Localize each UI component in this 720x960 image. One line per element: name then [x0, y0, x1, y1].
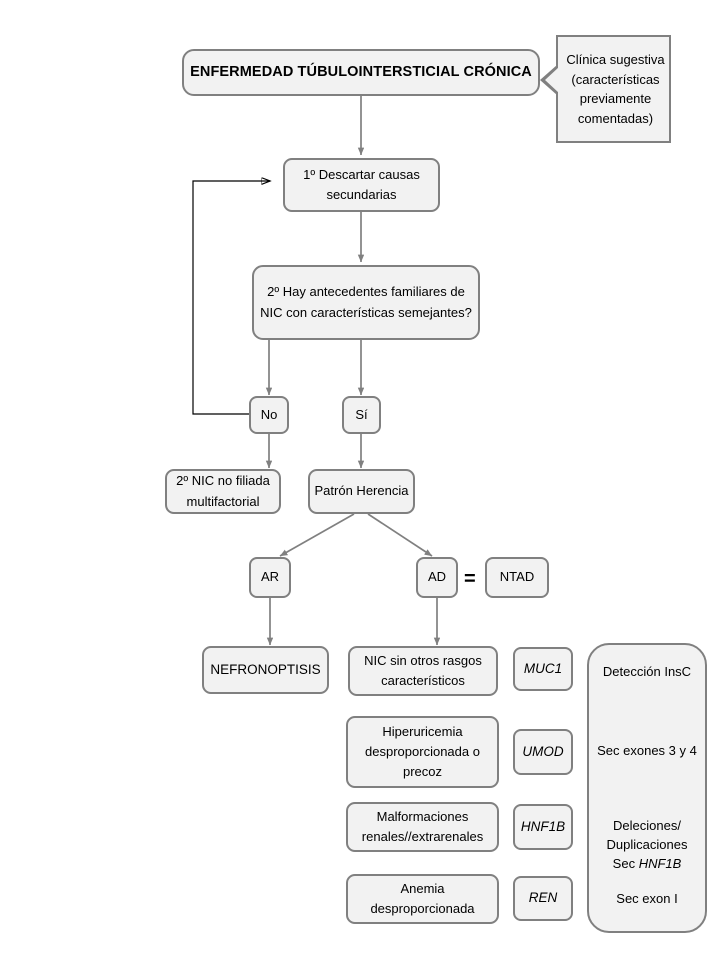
- node-feature-3-label: Anemia desproporcionada: [370, 880, 475, 916]
- panel-detection[interactable]: Detección InsC Sec exones 3 y 4 Delecion…: [587, 643, 707, 933]
- node-feature-2-label: Malformaciones renales//extrarenales: [361, 808, 484, 844]
- node-inheritance-ad[interactable]: AD: [416, 557, 458, 598]
- node-gene-3-label: REN: [528, 890, 558, 906]
- panel-detection-line-1: Sec exones 3 y 4: [597, 743, 697, 758]
- node-title-disease-label: ENFERMEDAD TÚBULOINTERSTICIAL CRÓNICA: [190, 64, 532, 81]
- node-gene-1[interactable]: UMOD: [513, 729, 573, 775]
- node-ntad[interactable]: NTAD: [485, 557, 549, 598]
- node-gene-0-label: MUC1: [523, 660, 563, 676]
- node-feature-2[interactable]: Malformaciones renales//extrarenales: [346, 802, 499, 852]
- node-branch-no-label: No: [260, 406, 278, 422]
- node-nefronoptisis[interactable]: NEFRONOPTISIS: [202, 646, 329, 694]
- panel-detection-lines: Detección InsC Sec exones 3 y 4 Delecion…: [589, 645, 705, 931]
- node-inheritance-ar-label: AR: [260, 569, 280, 585]
- equals-sign: =: [464, 568, 476, 590]
- node-inheritance-ad-label: AD: [427, 569, 447, 585]
- callout-clinica-sugestiva[interactable]: Clínica sugestiva (características previ…: [556, 35, 671, 143]
- node-nefronoptisis-label: NEFRONOPTISIS: [210, 661, 321, 677]
- node-step1-label: 1º Descartar causas secundarias: [303, 166, 420, 202]
- node-feature-1[interactable]: Hiperuricemia desproporcionada o precoz: [346, 716, 499, 788]
- panel-detection-line-0: Detección InsC: [602, 664, 692, 679]
- node-gene-2[interactable]: HNF1B: [513, 804, 573, 850]
- node-title-disease[interactable]: ENFERMEDAD TÚBULOINTERSTICIAL CRÓNICA: [182, 49, 540, 96]
- node-gene-3[interactable]: REN: [513, 876, 573, 921]
- node-inheritance-ar[interactable]: AR: [249, 557, 291, 598]
- node-branch-no[interactable]: No: [249, 396, 289, 434]
- node-gene-1-label: UMOD: [522, 743, 564, 759]
- node-step2-antecedentes-familiares[interactable]: 2º Hay antecedentes familiares de NIC co…: [252, 265, 480, 340]
- node-step2-label: 2º Hay antecedentes familiares de NIC co…: [260, 284, 472, 320]
- node-gene-0[interactable]: MUC1: [513, 647, 573, 691]
- node-outcome-patron-herencia[interactable]: Patrón Herencia: [308, 469, 415, 514]
- node-gene-2-label: HNF1B: [520, 818, 566, 834]
- node-branch-yes[interactable]: Sí: [342, 396, 381, 434]
- node-feature-0-label: NIC sin otros rasgos característicos: [364, 652, 482, 688]
- node-ntad-label: NTAD: [499, 569, 535, 585]
- callout-notch-fill-icon: [545, 67, 559, 93]
- gene-hnf1b-italic: HNF1B: [638, 855, 682, 871]
- node-feature-0[interactable]: NIC sin otros rasgos característicos: [348, 646, 498, 696]
- node-outcome-nic-no-filiada-label: 2º NIC no filiada multifactorial: [176, 473, 270, 509]
- node-outcome-nic-no-filiada[interactable]: 2º NIC no filiada multifactorial: [165, 469, 281, 514]
- callout-label: Clínica sugestiva (características previ…: [566, 52, 665, 126]
- node-branch-yes-label: Sí: [355, 406, 368, 422]
- node-step1-descartar-causas[interactable]: 1º Descartar causas secundarias: [283, 158, 440, 212]
- panel-detection-line-3: Sec exon I: [616, 891, 678, 906]
- node-outcome-patron-herencia-label: Patrón Herencia: [314, 483, 409, 499]
- node-feature-3[interactable]: Anemia desproporcionada: [346, 874, 499, 924]
- node-feature-1-label: Hiperuricemia desproporcionada o precoz: [365, 723, 480, 780]
